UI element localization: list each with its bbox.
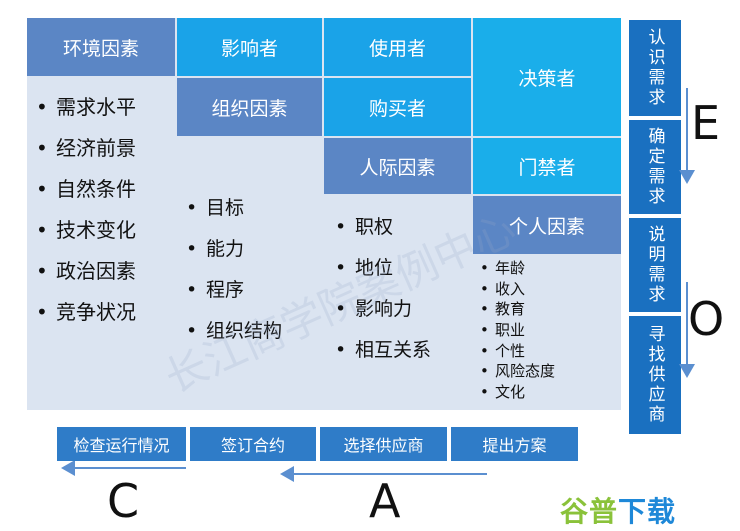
step-letter-c: C <box>107 474 140 528</box>
list-item: 政治因素 <box>32 251 172 292</box>
list-item: 职权 <box>331 207 469 248</box>
stage-letter-e: E <box>691 96 721 150</box>
list-item: 竞争状况 <box>32 292 172 333</box>
step-letter-a: A <box>369 474 401 528</box>
individual-header: 个人因素 <box>473 196 621 254</box>
role-influencer: 影响者 <box>177 18 322 76</box>
list-item: 文化 <box>477 382 617 403</box>
organization-list: 目标 能力 程序 组织结构 <box>182 188 320 352</box>
role-buyer: 购买者 <box>324 78 471 136</box>
role-gatekeeper: 门禁者 <box>473 138 621 194</box>
step-sign-contract: 签订合约 <box>190 427 316 461</box>
role-user: 使用者 <box>324 18 471 76</box>
list-item: 地位 <box>331 248 469 289</box>
environment-list: 需求水平 经济前景 自然条件 技术变化 政治因素 竞争状况 <box>32 87 172 333</box>
list-item: 年龄 <box>477 258 617 279</box>
step-select-supplier: 选择供应商 <box>320 427 447 461</box>
individual-list: 年龄 收入 教育 职业 个性 风险态度 文化 <box>477 258 617 403</box>
stage-determine-need: 确定需求 <box>629 120 681 214</box>
environment-header: 环境因素 <box>27 18 175 76</box>
interpersonal-header: 人际因素 <box>324 138 471 194</box>
logo-part-2: 下载 <box>618 495 677 528</box>
role-decider: 决策者 <box>473 18 621 136</box>
step-check-performance: 检查运行情况 <box>57 427 186 461</box>
list-item: 职业 <box>477 320 617 341</box>
list-item: 风险态度 <box>477 361 617 382</box>
list-item: 个性 <box>477 341 617 362</box>
stage-search-supplier: 寻找供应商 <box>629 316 681 434</box>
list-item: 技术变化 <box>32 210 172 251</box>
list-item: 程序 <box>182 270 320 311</box>
list-item: 需求水平 <box>32 87 172 128</box>
list-item: 目标 <box>182 188 320 229</box>
list-item: 教育 <box>477 299 617 320</box>
organization-header: 组织因素 <box>177 78 322 136</box>
site-logo: 谷普下载 <box>560 490 676 530</box>
stage-specify-need: 说明需求 <box>629 218 681 312</box>
logo-part-1: 谷普 <box>560 495 619 528</box>
list-item: 影响力 <box>331 289 469 330</box>
list-item: 自然条件 <box>32 169 172 210</box>
step-propose-plan: 提出方案 <box>451 427 578 461</box>
list-item: 收入 <box>477 279 617 300</box>
list-item: 经济前景 <box>32 128 172 169</box>
list-item: 能力 <box>182 229 320 270</box>
list-item: 组织结构 <box>182 311 320 352</box>
stage-letter-o: O <box>688 292 725 346</box>
interpersonal-list: 职权 地位 影响力 相互关系 <box>331 207 469 371</box>
list-item: 相互关系 <box>331 330 469 371</box>
stage-recognize-need: 认识需求 <box>629 20 681 116</box>
